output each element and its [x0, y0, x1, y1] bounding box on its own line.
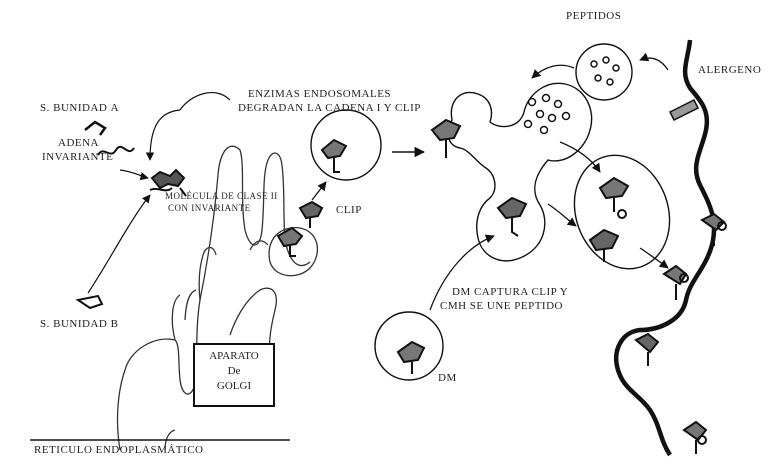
class-ii-with-invariant — [322, 140, 346, 172]
arrow-peptides-to-miic — [532, 65, 574, 78]
peptides-vesicle — [576, 44, 632, 100]
label-invariant-chain-1: ADENA — [58, 137, 99, 150]
arrow-beta-assembly — [88, 195, 150, 293]
arrow-alpha-assembly — [150, 110, 180, 160]
label-peptides: PEPTIDOS — [566, 10, 621, 23]
arrow-to-endosome — [312, 182, 326, 200]
peptide-dots — [525, 95, 570, 134]
label-dm: DM — [438, 372, 457, 385]
label-endoplasmic-reticulum: RETICULO ENDOPLASMÁTICO — [34, 444, 203, 457]
label-allergen: ALERGENO — [698, 64, 761, 77]
label-enzymes-1: ENZIMAS ENDOSOMALES — [248, 88, 391, 101]
peptides-in-vesicle — [591, 57, 619, 85]
label-invariant-chain-2: INVARIANTE — [42, 151, 113, 164]
label-subunit-alpha: S. BUNIDAD α — [40, 102, 119, 115]
arrow-chain-assembly — [120, 170, 148, 178]
class-ii-clip-miic — [432, 120, 526, 236]
label-molecule-2: CON INVARIANTE — [168, 202, 251, 215]
dm-molecule — [398, 342, 424, 374]
arrow-miic-to-vesicle — [560, 142, 600, 172]
arrow-miic-to-vesicle-2 — [548, 204, 576, 226]
class-ii-in-er — [278, 228, 302, 256]
beta-subunit-glyph — [78, 296, 102, 308]
exocytic-vesicle — [559, 142, 685, 282]
class-ii-transit — [300, 202, 322, 228]
golgi-label-1: APARATO — [195, 349, 273, 364]
alpha-subunit-glyph — [85, 122, 105, 135]
allergen-glyph — [670, 100, 698, 120]
golgi-box: APARATO De GOLGI — [193, 343, 275, 407]
arrow-alpha-arc — [180, 93, 230, 110]
label-subunit-beta: S. BUNIDAD β — [40, 318, 118, 331]
label-dm-capture-2: CMH SE UNE PEPTIDO — [440, 300, 563, 313]
arrow-allergen-to-peptides — [640, 58, 668, 70]
label-enzymes-2: DEGRADAN LA CADENA I Y CLIP — [238, 102, 421, 115]
label-dm-capture-1: DM CAPTURA CLIP Y — [452, 286, 568, 299]
miic-compartment — [448, 83, 592, 260]
plasma-membrane — [616, 40, 714, 455]
golgi-label-3: GOLGI — [195, 379, 273, 394]
class-ii-peptide-loaded — [590, 178, 628, 262]
label-clip: CLIP — [336, 204, 362, 217]
golgi-label-2: De — [195, 364, 273, 379]
